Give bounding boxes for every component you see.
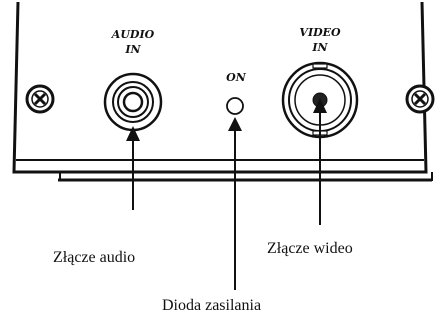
video-callout-arrow xyxy=(313,98,327,225)
power-led xyxy=(226,97,244,115)
audio-callout-label: Złącze audio xyxy=(53,249,135,266)
power-led-callout-arrow xyxy=(228,117,242,290)
left-screw-icon xyxy=(25,84,55,114)
video-callout-label: Złącze wideo xyxy=(267,240,353,257)
audio-label-line1: AUDIO xyxy=(111,28,155,41)
audio-label-line2: IN xyxy=(124,43,141,56)
audio-callout-arrow xyxy=(126,126,140,210)
right-screw-icon xyxy=(405,84,435,114)
led-label: ON xyxy=(226,71,247,84)
panel-body xyxy=(12,1,433,182)
audio-in-connector xyxy=(103,72,163,132)
video-label-line1: VIDEO xyxy=(299,26,341,39)
power-led-callout-label: Dioda zasilania xyxy=(162,297,261,314)
video-label-line2: IN xyxy=(311,41,328,54)
